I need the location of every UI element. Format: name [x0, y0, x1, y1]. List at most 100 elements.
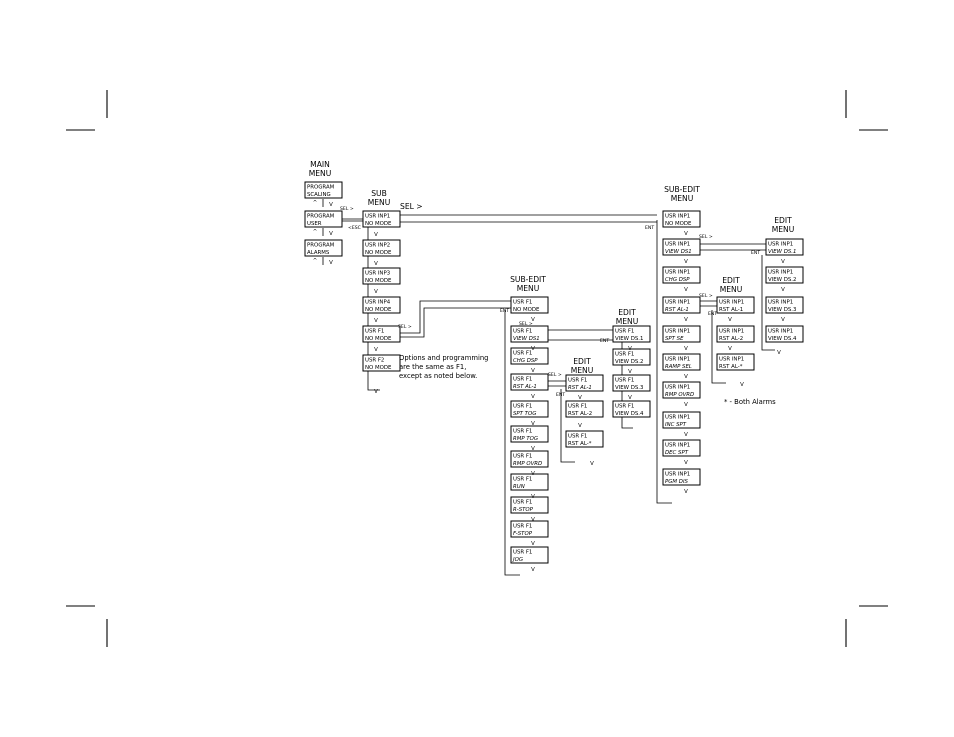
box-outline [304, 239, 343, 257]
box-outline [612, 374, 651, 392]
down-arrow-icon: V [684, 346, 688, 352]
box-line-1: USR F1 [568, 434, 587, 440]
menu-boxes: PROGRAMSCALINGPROGRAMUSERPROGRAMALARMSUS… [304, 181, 804, 564]
both-alarms-legend: * - Both Alarms [724, 398, 776, 406]
box-line-1: USR F1 [513, 300, 532, 306]
box-outline [510, 473, 549, 491]
box-line-1: USR INP1 [768, 242, 793, 248]
box-line-2: NO MODE [365, 250, 392, 256]
heading-line: MENU [368, 198, 391, 207]
box-line-1: USR INP1 [768, 300, 793, 306]
box-line-2: RST AL-1 [665, 307, 689, 313]
heading-line: MAIN [310, 160, 330, 169]
ent-label: ENT [751, 250, 760, 256]
box-line-1: USR INP1 [665, 415, 690, 421]
down-arrow-icon: V [777, 350, 781, 356]
box-line-1: USR INP1 [665, 385, 690, 391]
f1-edit-view-heading: EDIT MENU [616, 308, 639, 326]
box-line-1: PROGRAM [307, 214, 335, 220]
inp1-edit-alarm-heading: EDIT MENU [720, 276, 743, 294]
box-outline [362, 239, 401, 257]
connector [400, 300, 511, 334]
box-outline [362, 267, 401, 285]
box-outline [612, 400, 651, 418]
connector [560, 389, 575, 463]
down-arrow-icon: V [578, 423, 582, 429]
connector [504, 310, 520, 576]
box-line-2: VIEW DS.4 [615, 411, 644, 417]
box-line-2: VIEW DS.3 [768, 307, 796, 313]
box-line-2: RMP OVRD [665, 392, 694, 398]
box-line-2: PGM DIS [665, 479, 689, 485]
f1-subedit-heading: SUB-EDIT MENU [510, 275, 546, 293]
box-line-2: NO MODE [365, 221, 392, 227]
down-arrow-icon: V [374, 347, 378, 353]
box-outline [716, 325, 755, 343]
sel-label: SEL > [400, 202, 423, 211]
box-outline [510, 296, 549, 314]
box-outline [510, 325, 549, 343]
heading-line: MENU [309, 169, 332, 178]
box-outline [765, 266, 804, 284]
box-outline [362, 325, 401, 343]
box-line-1: USR F1 [568, 378, 587, 384]
f2-note: Options and programming are the same as … [399, 354, 488, 380]
ent-label: ENT [556, 392, 565, 398]
box-line-2: NO MODE [365, 307, 392, 313]
down-arrow-icon: V [628, 346, 632, 352]
box-outline [662, 325, 701, 343]
box-outline [716, 296, 755, 314]
box-outline [662, 381, 701, 399]
box-line-2: RMP TOG [513, 436, 538, 442]
sel-label: SEL > [398, 324, 412, 330]
box-outline [662, 296, 701, 314]
connector [400, 307, 511, 338]
box-line-2: NO MODE [665, 221, 692, 227]
down-arrow-icon: V [531, 368, 535, 374]
note-line: are the same as F1, [399, 363, 466, 371]
box-outline [362, 296, 401, 314]
sel-label: SEL > [548, 372, 562, 378]
down-arrow-icon: V [374, 232, 378, 238]
box-line-2: VIEW DS.1 [768, 249, 796, 255]
down-arrow-icon: V [740, 382, 744, 388]
box-line-2: VIEW DS.2 [615, 359, 643, 365]
box-line-2: CHG DSP [665, 277, 690, 283]
box-outline [304, 210, 343, 228]
box-line-2: NO MODE [365, 336, 392, 342]
ent-label: ENT [645, 225, 654, 231]
sel-label: SEL > [699, 293, 713, 299]
box-outline [510, 400, 549, 418]
down-arrow-icon: V [329, 202, 333, 208]
box-line-1: PROGRAM [307, 185, 335, 191]
heading-line: EDIT [618, 308, 636, 317]
down-arrow-icon: V [329, 260, 333, 266]
box-line-1: USR F1 [513, 329, 532, 335]
box-outline [765, 238, 804, 256]
box-line-1: PROGRAM [307, 243, 335, 249]
box-line-1: USR F1 [513, 550, 532, 556]
box-outline [510, 450, 549, 468]
box-outline [662, 411, 701, 429]
